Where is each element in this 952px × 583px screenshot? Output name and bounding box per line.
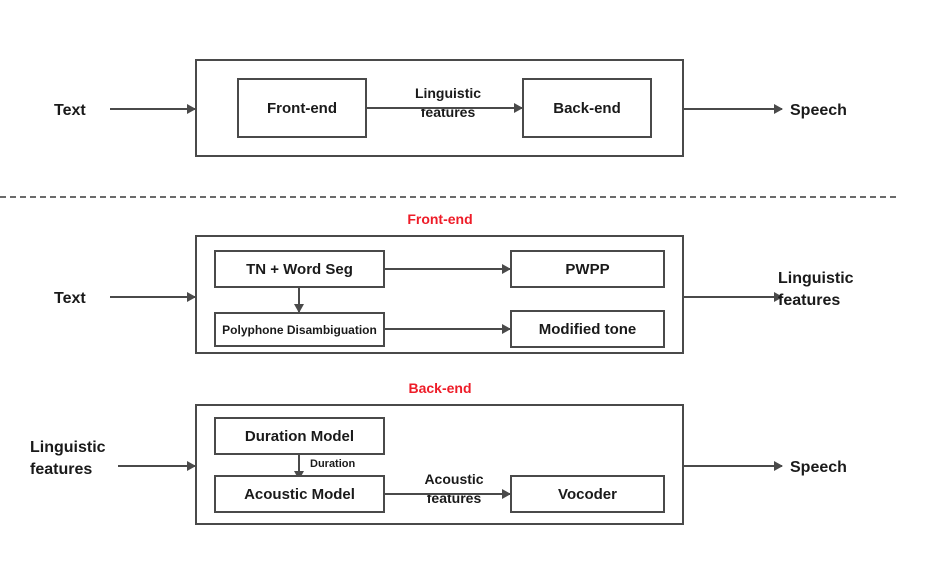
overview-module-back-end[interactable]: Back-end bbox=[522, 78, 652, 138]
backend-input-label-line2: features bbox=[30, 460, 93, 478]
frontend-detail-section: Front-end Text TN + Word Seg Polyphone D… bbox=[0, 206, 952, 366]
frontend-vertical-arrow bbox=[298, 288, 300, 312]
backend-vertical-arrow bbox=[298, 455, 300, 479]
frontend-arrow-to-pwpp bbox=[385, 268, 510, 270]
backend-module-vocoder[interactable]: Vocoder bbox=[510, 475, 665, 513]
backend-module-duration-model[interactable]: Duration Model bbox=[214, 417, 385, 455]
overview-edge-arrow bbox=[367, 107, 522, 109]
frontend-output-label-line2: features bbox=[778, 291, 841, 309]
section-divider bbox=[0, 196, 896, 198]
backend-edge-label-line1: Acoustic bbox=[424, 471, 484, 487]
backend-input-label: Linguistic features bbox=[30, 437, 160, 480]
overview-edge-label-linguistic-features: Linguistic features bbox=[393, 84, 503, 122]
overview-section: Text Front-end Linguistic features Back-… bbox=[0, 40, 952, 180]
frontend-input-label: Text bbox=[54, 290, 86, 307]
backend-section-title: Back-end bbox=[408, 380, 472, 396]
backend-input-label-line1: Linguistic bbox=[30, 439, 106, 456]
backend-arrow-to-vocoder bbox=[385, 493, 510, 495]
backend-detail-section: Back-end Linguistic features Duration Mo… bbox=[0, 375, 952, 535]
frontend-module-modified-tone[interactable]: Modified tone bbox=[510, 310, 665, 348]
frontend-module-polyphone-disambiguation[interactable]: Polyphone Disambiguation bbox=[214, 312, 385, 347]
overview-module-front-end[interactable]: Front-end bbox=[237, 78, 367, 138]
overview-edge-label-line1: Linguistic bbox=[414, 85, 482, 101]
backend-edge-label-acoustic-features: Acoustic features bbox=[400, 470, 508, 508]
frontend-module-tn-word-seg[interactable]: TN + Word Seg bbox=[214, 250, 385, 288]
frontend-input-arrow bbox=[110, 296, 195, 298]
overview-input-label: Text bbox=[54, 102, 86, 119]
overview-output-label: Speech bbox=[790, 102, 847, 119]
frontend-arrow-to-modified-tone bbox=[385, 328, 510, 330]
overview-input-arrow bbox=[110, 108, 195, 110]
frontend-output-label-line1: Linguistic bbox=[778, 270, 854, 287]
frontend-output-label: Linguistic features bbox=[778, 268, 908, 311]
frontend-section-title: Front-end bbox=[407, 211, 473, 227]
backend-input-arrow bbox=[118, 465, 195, 467]
backend-output-label: Speech bbox=[790, 459, 847, 476]
frontend-output-arrow bbox=[684, 296, 782, 298]
frontend-module-pwpp[interactable]: PWPP bbox=[510, 250, 665, 288]
overview-output-arrow bbox=[684, 108, 782, 110]
backend-output-arrow bbox=[684, 465, 782, 467]
backend-edge-label-duration: Duration bbox=[310, 458, 356, 470]
backend-module-acoustic-model[interactable]: Acoustic Model bbox=[214, 475, 385, 513]
